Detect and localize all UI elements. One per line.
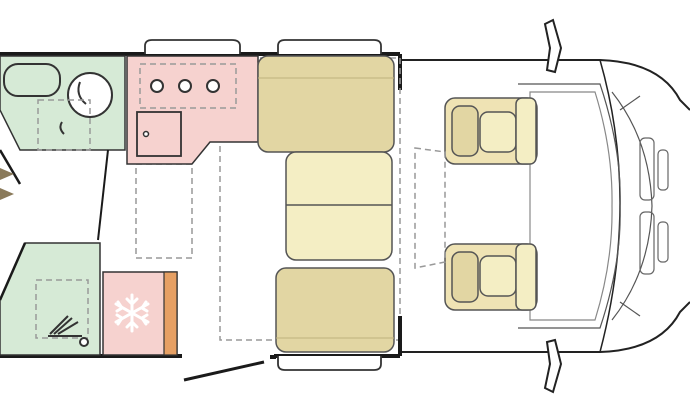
shower: [0, 242, 101, 356]
washroom: [0, 55, 126, 151]
bench-seat-bottom: [275, 267, 395, 353]
wheel-icon: [144, 39, 382, 371]
fridge: [102, 271, 178, 356]
driver-seat: [444, 97, 538, 165]
snowflake-icon: [114, 293, 150, 333]
swivel-area: [414, 147, 446, 269]
shower-icon: [48, 315, 89, 347]
door-arrow-icon: [0, 168, 14, 180]
dashboard-vents: [639, 137, 669, 275]
mirror-top: [543, 18, 563, 74]
stove-burner-icon: [150, 79, 220, 93]
toilet-icon: [59, 72, 113, 135]
cabinet-outline: [135, 163, 193, 259]
sliding-door: [183, 360, 265, 382]
side-door: [0, 149, 109, 241]
windshield: [518, 83, 653, 329]
sink-icon: [3, 63, 61, 97]
door-arrow-icon: [0, 188, 14, 200]
dinette-table: [285, 151, 393, 261]
bench-seat-top: [257, 55, 395, 153]
passenger-seat: [444, 243, 538, 311]
mirror-bottom: [543, 338, 563, 394]
kitchen: [126, 55, 259, 165]
